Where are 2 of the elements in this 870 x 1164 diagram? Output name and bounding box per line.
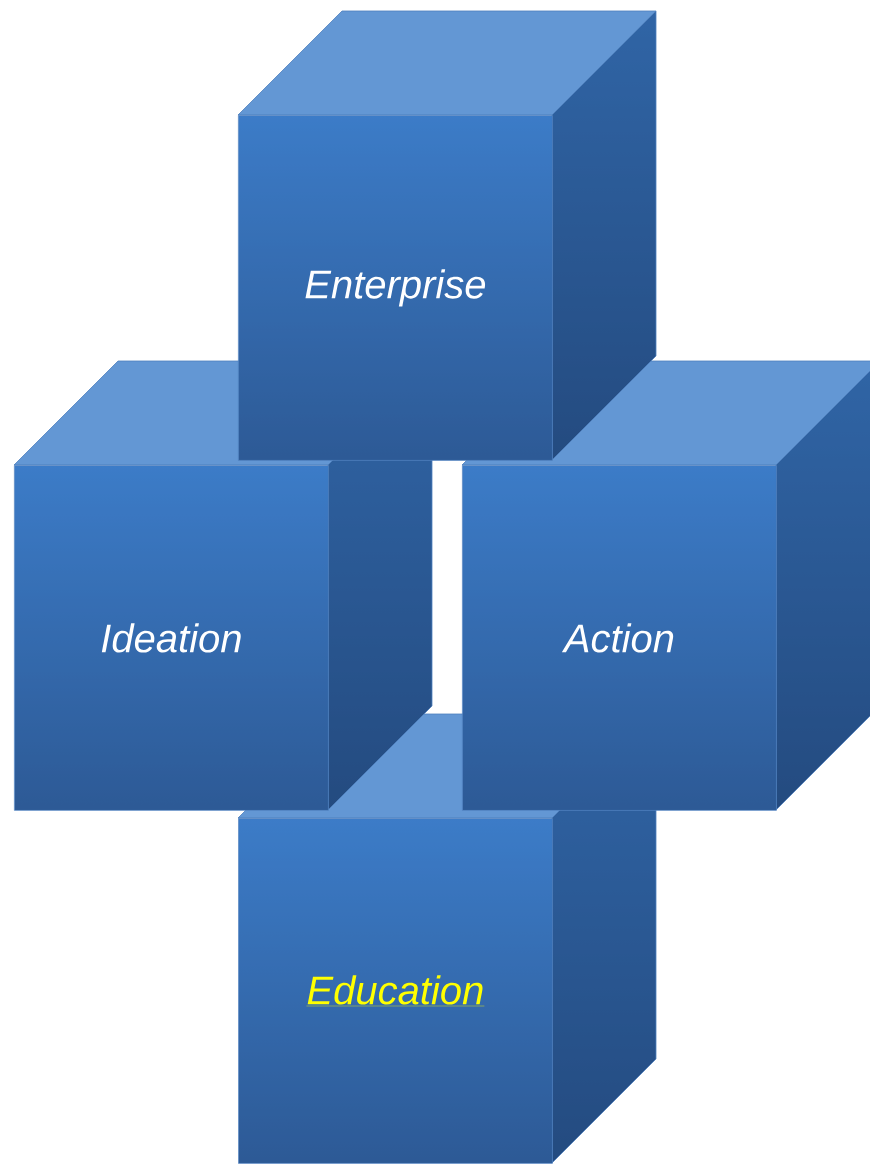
cube: Enterprise [237,10,657,461]
cube: Action [461,360,870,811]
